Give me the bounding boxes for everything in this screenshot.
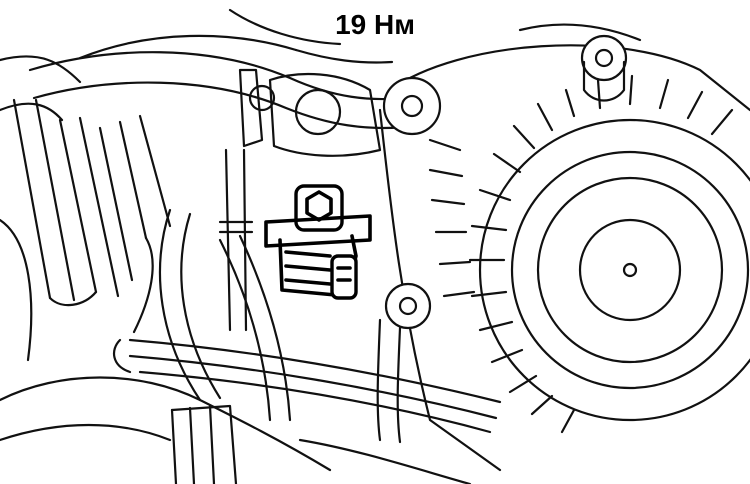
sensor-connector [264,184,372,300]
torque-value-label: 19 Нм [335,9,415,40]
lower-pipes [0,338,502,484]
idler-bracket [268,72,382,157]
engine-block-left [0,55,172,362]
alternator [376,23,750,472]
coolant-hose [28,8,422,130]
drive-belt [158,208,292,422]
mounting-rod [218,68,276,332]
